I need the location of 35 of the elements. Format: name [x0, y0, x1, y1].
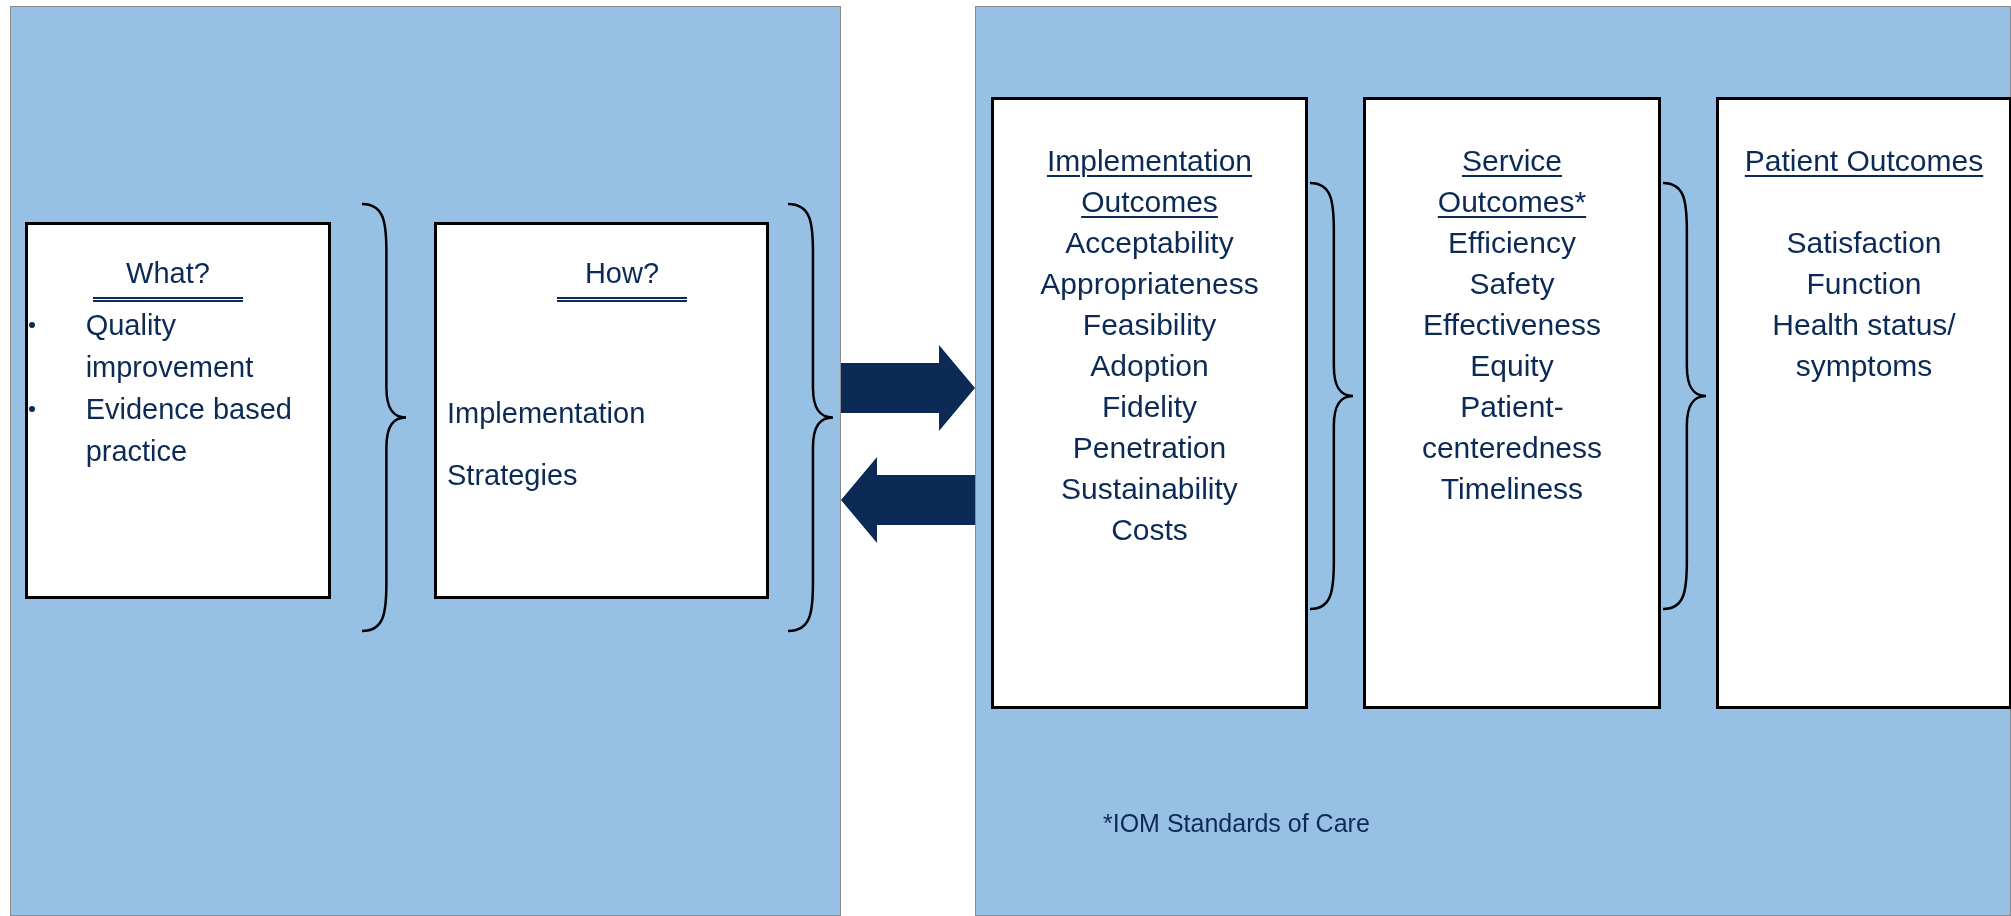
list-item: Health status/ symptoms [1771, 307, 1957, 384]
content-box [991, 97, 1308, 709]
bullet-text: Evidence based practice [85, 392, 293, 469]
block-arrow [841, 457, 975, 543]
panel [975, 6, 2011, 916]
content-box [434, 222, 769, 599]
list-item: Equity [1470, 348, 1554, 384]
heading: Implementation Outcomes [1045, 143, 1254, 220]
list-item: Acceptability [1065, 225, 1234, 261]
content-box [1716, 97, 2011, 709]
heading: How? [584, 256, 660, 291]
list-item: Appropriateness [1040, 266, 1259, 302]
list-item: Feasibility [1082, 307, 1217, 343]
list-item: Penetration [1072, 430, 1227, 466]
list-item: Efficiency [1448, 225, 1576, 261]
body-text: Implementation Strategies [447, 396, 647, 493]
list-item: Adoption [1090, 348, 1209, 384]
content-box [1363, 97, 1661, 709]
list-item: Safety [1469, 266, 1555, 302]
heading: What? [126, 256, 210, 291]
list-item: Fidelity [1102, 389, 1197, 425]
list-item: Timeliness [1440, 471, 1584, 507]
heading: Service Outcomes* [1436, 143, 1588, 220]
list-item: Effectiveness [1423, 307, 1601, 343]
panel [10, 6, 841, 916]
footnote: *IOM Standards of Care [1103, 808, 1370, 838]
list-item: Sustainability [1061, 471, 1238, 507]
heading: Patient Outcomes [1743, 143, 1985, 179]
list-item: Costs [1111, 512, 1188, 548]
block-arrow [841, 345, 975, 431]
content-box [25, 222, 331, 599]
list-item: Function [1806, 266, 1922, 302]
list-item: Patient- centeredness [1420, 389, 1604, 466]
bullet-text: Quality improvement [85, 308, 255, 385]
list-item: Satisfaction [1786, 225, 1942, 261]
